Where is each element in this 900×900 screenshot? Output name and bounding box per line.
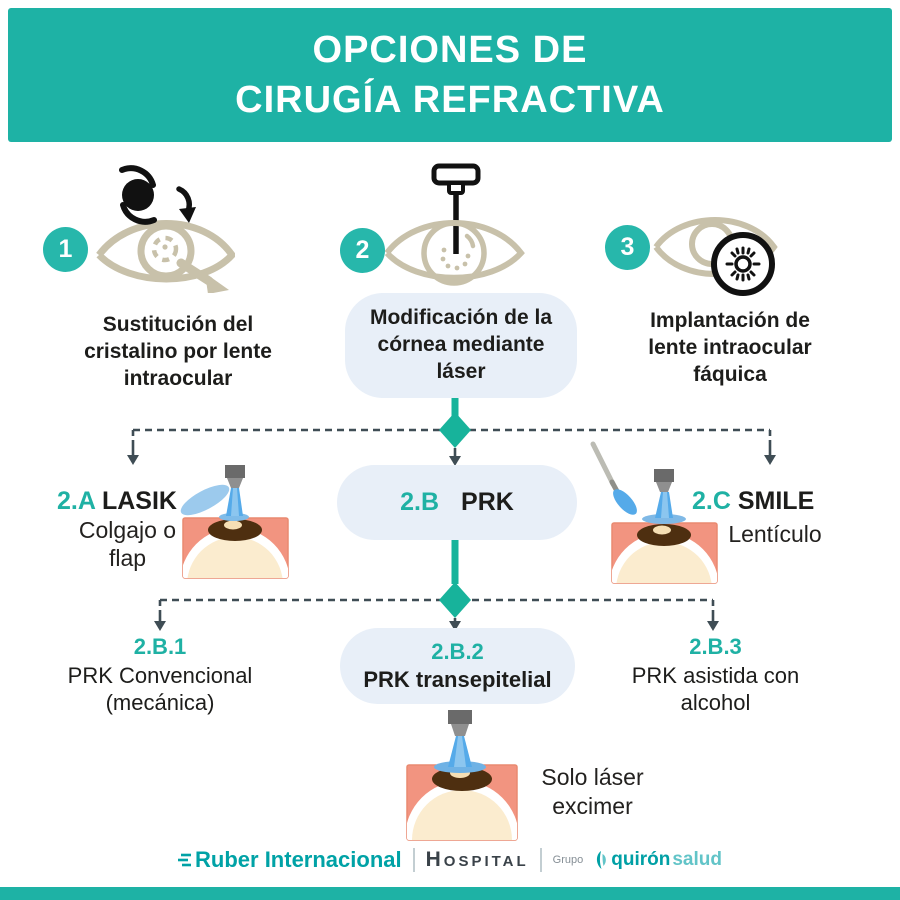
bottom-teal-strip bbox=[0, 887, 900, 900]
option-1-badge: 1 bbox=[43, 227, 88, 272]
footer-logos: Ruber Internacional Hospital Grupo quiró… bbox=[0, 845, 900, 875]
page-title: OPCIONES DE CIRUGÍA REFRACTIVA bbox=[235, 25, 665, 125]
speed-lines-icon bbox=[178, 853, 192, 867]
prk-code: 2.B bbox=[400, 488, 440, 516]
option-1-label: Sustitución del cristalino por lente int… bbox=[84, 313, 272, 390]
prk-transepithelial-box: 2.B.2 PRK transepitelial bbox=[340, 628, 575, 704]
excimer-note: Solo láser excimer bbox=[541, 764, 644, 819]
grupo-label: Grupo bbox=[552, 854, 584, 866]
smile-name: SMILE bbox=[737, 487, 815, 515]
ruber-logo-text: Ruber Internacional bbox=[195, 847, 402, 872]
prk-conventional-code: 2.B.1 bbox=[133, 634, 187, 659]
option-2-badge: 2 bbox=[340, 228, 385, 273]
prk-conventional-name: PRK Convencional (mecánica) bbox=[67, 662, 253, 715]
option-2-number: 2 bbox=[355, 236, 370, 264]
lasik-name: LASIK bbox=[101, 487, 177, 515]
smile-note: Lentículo bbox=[728, 521, 822, 547]
phakic-iol-eye-icon bbox=[653, 217, 778, 296]
prk-alcohol-code: 2.B.3 bbox=[689, 634, 742, 659]
prk-transepithelial-name: PRK transepitelial bbox=[363, 667, 552, 692]
option-2-label: Modificación de la córnea mediante láser bbox=[369, 306, 553, 383]
footer-divider bbox=[539, 848, 542, 872]
option-3-label: Implantación de lente intraocular fáquic… bbox=[648, 309, 812, 386]
iol-replacement-eye-icon bbox=[96, 165, 235, 293]
hospital-wordmark: Hospital bbox=[425, 848, 529, 871]
laser-cornea-eye-icon bbox=[385, 163, 525, 286]
quiron-text: quirón bbox=[611, 849, 671, 870]
smile-code: 2.C bbox=[692, 487, 731, 515]
lasik-eye-illustration bbox=[180, 465, 289, 579]
page-title-line1: OPCIONES DE bbox=[312, 28, 588, 71]
option-2-label-box: Modificación de la córnea mediante láser bbox=[345, 293, 577, 398]
salud-text: salud bbox=[672, 849, 722, 870]
prk-conventional-item: 2.B.1 PRK Convencional (mecánica) bbox=[45, 634, 275, 716]
quironsalud-icon bbox=[597, 851, 607, 869]
page-title-line2: CIRUGÍA REFRACTIVA bbox=[235, 79, 665, 121]
prk-transepithelial-code: 2.B.2 bbox=[431, 639, 484, 664]
prk-name: PRK bbox=[461, 488, 514, 516]
lasik-code: 2.A bbox=[57, 487, 95, 515]
excimer-eye-illustration bbox=[406, 710, 518, 841]
lasik-title: 2.A LASIK bbox=[57, 487, 177, 516]
lasik-note: Colgajo o flap bbox=[78, 517, 177, 571]
header-banner: OPCIONES DE CIRUGÍA REFRACTIVA bbox=[8, 8, 892, 142]
smile-eye-illustration bbox=[590, 441, 718, 584]
option-3-badge: 3 bbox=[605, 225, 650, 270]
prk-box: 2.B PRK bbox=[337, 465, 577, 540]
option-3-number: 3 bbox=[620, 233, 635, 261]
prk-alcohol-item: 2.B.3 PRK asistida con alcohol bbox=[608, 634, 823, 716]
ruber-logo: Ruber Internacional bbox=[178, 847, 402, 873]
option-1-number: 1 bbox=[58, 235, 73, 263]
prk-alcohol-name: PRK asistida con alcohol bbox=[631, 662, 800, 715]
footer-divider bbox=[412, 848, 415, 872]
smile-title: 2.C SMILE bbox=[692, 487, 814, 516]
